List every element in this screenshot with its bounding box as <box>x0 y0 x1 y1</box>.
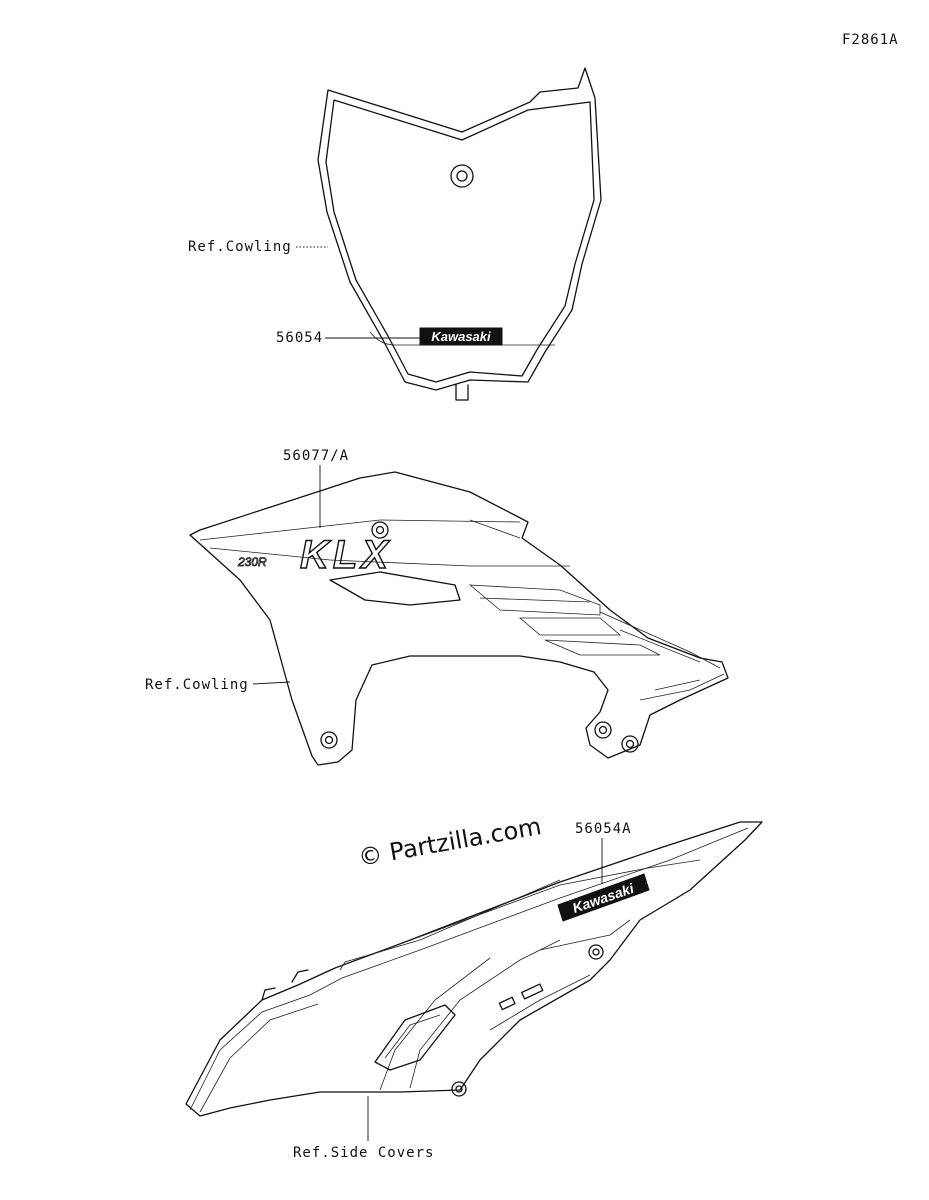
kawasaki-decal-56054a: Kawasaki <box>557 873 650 922</box>
label-ref-cowling-front: Ref.Cowling <box>188 239 292 255</box>
label-part-56054a: 56054A <box>575 821 632 837</box>
label-part-56054: 56054 <box>276 330 323 346</box>
kawasaki-logo-side: Kawasaki <box>570 880 637 916</box>
label-part-56077a: 56077/A <box>283 448 349 464</box>
radiator-shroud: KLX 230R <box>189 471 729 766</box>
kawasaki-logo: Kawasaki <box>431 329 491 344</box>
klx-graphic: KLX <box>300 533 392 577</box>
partzilla-watermark: © Partzilla.com <box>356 812 543 872</box>
side-cover: Kawasaki <box>185 821 763 1117</box>
label-ref-side-covers: Ref.Side Covers <box>293 1145 434 1161</box>
mounting-hole <box>450 164 474 188</box>
label-ref-cowling-shroud: Ref.Cowling <box>145 677 249 693</box>
front-number-plate: Kawasaki <box>317 67 602 401</box>
klx-decal-56077: KLX 230R <box>237 532 392 577</box>
figure-code: F2861A <box>842 32 899 48</box>
model-230r-text: 230R <box>237 555 267 569</box>
kawasaki-decal-56054: Kawasaki <box>419 327 503 346</box>
